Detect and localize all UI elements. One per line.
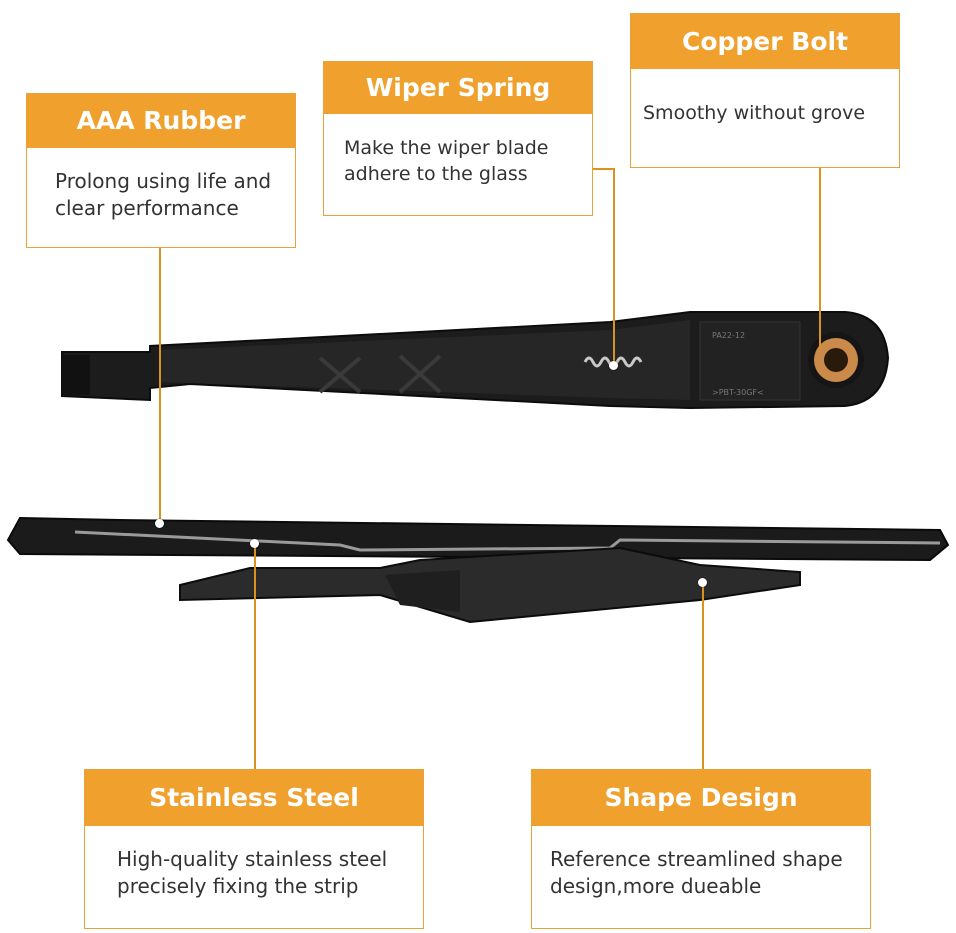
callout-stainless-steel: Stainless Steel Shrapnel High-quality st…: [84, 769, 424, 929]
rubber-marker-dot: [155, 519, 164, 528]
shape-marker-dot: [698, 578, 707, 587]
shape-leader-line: [702, 582, 704, 770]
callout-copper-bolt: Copper Bolt Smoothy without grove: [630, 13, 900, 168]
callout-aaa-rubber: AAA Rubber Prolong using life and clear …: [26, 93, 296, 248]
rubber-leader-line: [159, 247, 161, 523]
callout-title: AAA Rubber: [27, 94, 295, 148]
callout-description: Reference streamlined shape design,more …: [550, 847, 843, 898]
callout-title: Shape Design: [532, 770, 870, 826]
wiper-arm: PA22-12 >PBT-30GF<: [61, 311, 890, 410]
callout-description: High-quality stainless steel precisely f…: [117, 847, 388, 898]
spring-leader-line-h: [592, 168, 614, 170]
callout-title: Copper Bolt: [631, 14, 899, 69]
callout-shape-design: Shape Design Reference streamlined shape…: [531, 769, 871, 929]
wiper-blade: [6, 516, 950, 624]
callout-description: Prolong using life and clear performance: [55, 169, 272, 220]
callout-description: Smoothy without grove: [643, 102, 866, 124]
spring-leader-line-v: [613, 168, 615, 364]
steel-marker-dot: [250, 539, 259, 548]
arm-code-marking: PA22-12: [712, 331, 745, 340]
callout-title: Wiper Spring: [324, 62, 592, 114]
callout-title: Stainless Steel Shrapnel: [85, 770, 423, 868]
bolt-leader-line: [819, 167, 821, 349]
spring-marker-dot: [609, 361, 618, 370]
steel-leader-line: [254, 543, 256, 771]
callout-wiper-spring: Wiper Spring Make the wiper blade adhere…: [323, 61, 593, 216]
callout-description: Make the wiper blade adhere to the glass: [344, 137, 549, 185]
arm-material-marking: >PBT-30GF<: [712, 388, 764, 397]
